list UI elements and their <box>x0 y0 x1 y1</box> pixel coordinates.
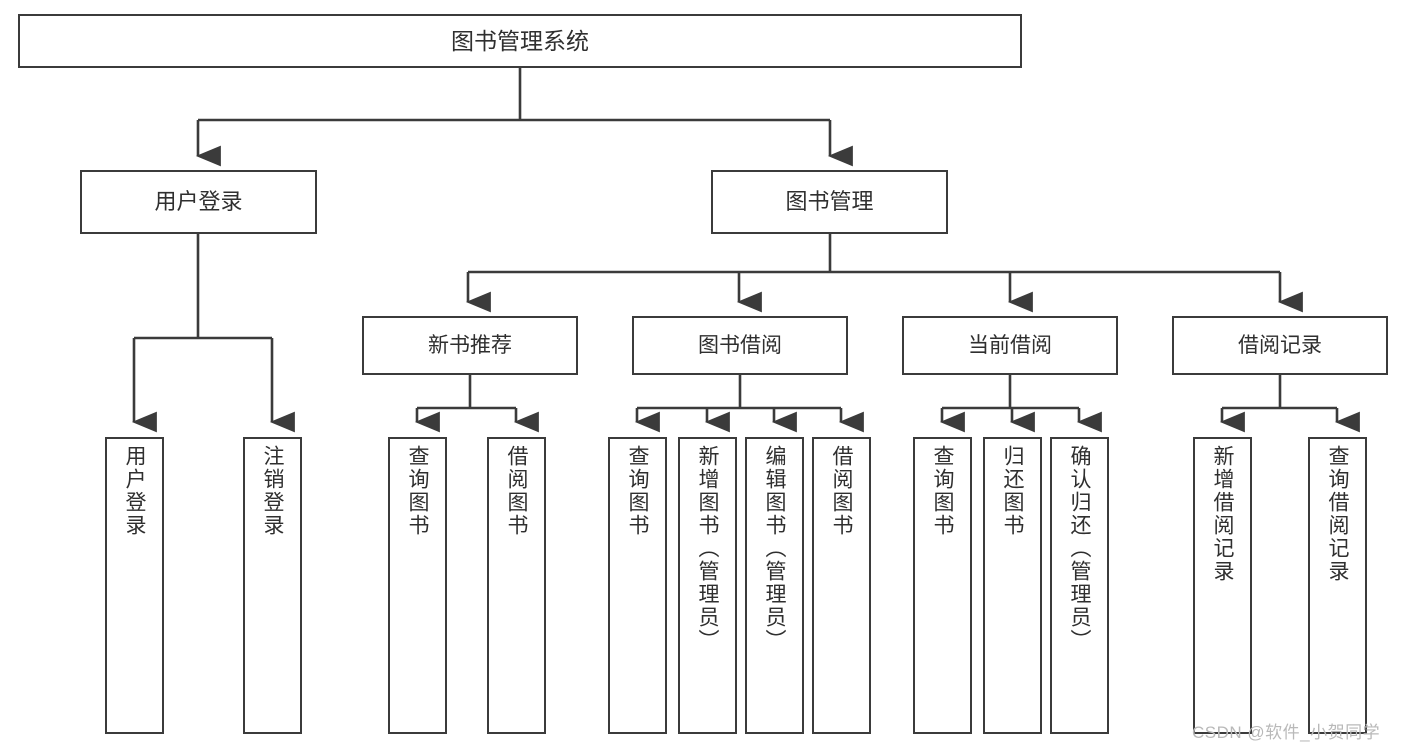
node-current-borrow-label: 当前借阅 <box>968 333 1052 357</box>
leaf-user-login-label: 用户登录 <box>123 445 146 537</box>
leaf-query-record[interactable]: 查询借阅记录 <box>1308 437 1367 734</box>
leaf-edit-book-label: 编辑图书（管理员） <box>763 445 786 652</box>
leaf-confirm-return-label: 确认归还（管理员） <box>1068 445 1091 652</box>
csdn-watermark: CSDN @软件_小贺同学 <box>1192 723 1381 742</box>
leaf-add-book[interactable]: 新增图书（管理员） <box>678 437 737 734</box>
node-new-book-rec[interactable]: 新书推荐 <box>362 316 578 375</box>
node-root-label: 图书管理系统 <box>451 27 589 54</box>
leaf-query-book-1-label: 查询图书 <box>406 445 429 537</box>
leaf-confirm-return[interactable]: 确认归还（管理员） <box>1050 437 1109 734</box>
node-user-login[interactable]: 用户登录 <box>80 170 317 234</box>
leaf-return-book[interactable]: 归还图书 <box>983 437 1042 734</box>
leaf-add-record[interactable]: 新增借阅记录 <box>1193 437 1252 734</box>
leaf-query-book-3[interactable]: 查询图书 <box>913 437 972 734</box>
node-new-book-rec-label: 新书推荐 <box>428 333 512 357</box>
leaf-add-book-label: 新增图书（管理员） <box>696 445 719 652</box>
leaf-query-book-3-label: 查询图书 <box>931 445 954 537</box>
leaf-borrow-book-2[interactable]: 借阅图书 <box>812 437 871 734</box>
node-book-manage-label: 图书管理 <box>785 189 874 215</box>
leaf-query-record-label: 查询借阅记录 <box>1326 445 1349 583</box>
leaf-query-book-2-label: 查询图书 <box>626 445 649 537</box>
leaf-borrow-book-2-label: 借阅图书 <box>830 445 853 537</box>
leaf-query-book-2[interactable]: 查询图书 <box>608 437 667 734</box>
leaf-user-login[interactable]: 用户登录 <box>105 437 164 734</box>
leaf-borrow-book-1-label: 借阅图书 <box>505 445 528 537</box>
node-book-borrow-label: 图书借阅 <box>698 333 782 357</box>
node-borrow-record[interactable]: 借阅记录 <box>1172 316 1388 375</box>
leaf-logout[interactable]: 注销登录 <box>243 437 302 734</box>
leaf-edit-book[interactable]: 编辑图书（管理员） <box>745 437 804 734</box>
node-current-borrow[interactable]: 当前借阅 <box>902 316 1118 375</box>
node-borrow-record-label: 借阅记录 <box>1238 333 1322 357</box>
node-book-manage[interactable]: 图书管理 <box>711 170 948 234</box>
node-root[interactable]: 图书管理系统 <box>18 14 1022 68</box>
leaf-add-record-label: 新增借阅记录 <box>1211 445 1234 583</box>
node-book-borrow[interactable]: 图书借阅 <box>632 316 848 375</box>
leaf-return-book-label: 归还图书 <box>1001 445 1024 537</box>
node-user-login-label: 用户登录 <box>154 189 243 215</box>
leaf-logout-label: 注销登录 <box>261 445 284 537</box>
leaf-borrow-book-1[interactable]: 借阅图书 <box>487 437 546 734</box>
leaf-query-book-1[interactable]: 查询图书 <box>388 437 447 734</box>
